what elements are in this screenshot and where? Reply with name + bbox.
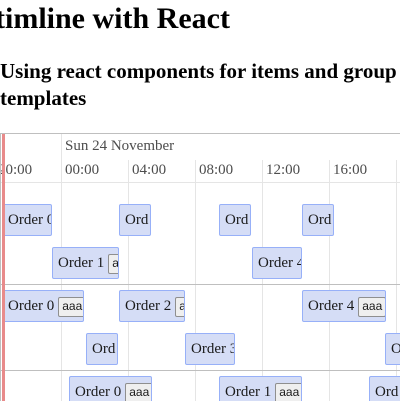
item-label: Ord bbox=[375, 384, 399, 400]
item-label: Order 4 bbox=[258, 255, 302, 271]
timeline[interactable]: Sun 24 November 20:00 00:00 04:00 08:00 … bbox=[0, 133, 400, 401]
timeline-item[interactable]: Ord bbox=[369, 376, 400, 401]
item-label: Order 0 bbox=[8, 298, 55, 314]
grid-line bbox=[128, 160, 129, 401]
timeline-item[interactable]: Order 3 bbox=[185, 333, 235, 365]
item-button[interactable]: a bbox=[108, 253, 118, 274]
timeline-item[interactable]: Order 4 bbox=[252, 247, 302, 279]
axis-major-divider bbox=[61, 134, 62, 182]
item-label: Order 4 bbox=[308, 298, 355, 314]
item-label: Or bbox=[391, 341, 400, 357]
grid-line bbox=[262, 160, 263, 401]
group-divider bbox=[1, 370, 400, 371]
item-button[interactable]: aaa bbox=[275, 382, 301, 401]
current-time-marker bbox=[2, 134, 5, 401]
item-label: Ord bbox=[225, 212, 249, 228]
timeline-item[interactable]: Ord bbox=[219, 204, 251, 236]
item-label: Order 0 bbox=[8, 212, 52, 228]
item-button[interactable]: aaa bbox=[358, 296, 385, 317]
page-subtitle: Using react components for items and gro… bbox=[0, 59, 397, 110]
axis-minor-label: 04:00 bbox=[132, 162, 167, 178]
timeline-item[interactable]: Ord bbox=[302, 204, 334, 236]
item-label: Order 1 bbox=[58, 255, 105, 271]
item-button[interactable]: aaa bbox=[58, 296, 83, 317]
item-label: Ord bbox=[92, 341, 116, 357]
item-button[interactable]: aaa bbox=[125, 382, 151, 401]
item-label: Ord bbox=[308, 212, 332, 228]
item-label: Order 3 bbox=[191, 341, 235, 357]
axis-bottom-line bbox=[1, 182, 400, 183]
item-label: Ord bbox=[125, 212, 149, 228]
axis-minor-label: 12:00 bbox=[266, 162, 301, 178]
axis-minor-label: 20:00 bbox=[0, 162, 33, 178]
item-button[interactable]: a bbox=[175, 296, 184, 317]
grid-line bbox=[329, 160, 330, 401]
item-label: Order 0 bbox=[75, 384, 122, 400]
page-title: timline with React bbox=[0, 2, 230, 35]
grid-line bbox=[396, 160, 397, 401]
axis-minor-label: 00:00 bbox=[65, 162, 100, 178]
axis-minor-label: 08:00 bbox=[199, 162, 234, 178]
group-divider bbox=[1, 284, 400, 285]
item-label: Order 1 bbox=[225, 384, 272, 400]
timeline-item[interactable]: Order 0 bbox=[2, 204, 52, 236]
timeline-item[interactable]: Order 2a bbox=[119, 290, 185, 322]
axis-major-label: Sun 24 November bbox=[65, 138, 175, 154]
timeline-item[interactable]: Ord bbox=[86, 333, 118, 365]
timeline-item[interactable]: Ord bbox=[119, 204, 151, 236]
item-label: Order 2 bbox=[125, 298, 172, 314]
axis-minor-label: 16:00 bbox=[333, 162, 368, 178]
timeline-item[interactable]: Or bbox=[385, 333, 400, 365]
grid-line bbox=[195, 160, 196, 401]
